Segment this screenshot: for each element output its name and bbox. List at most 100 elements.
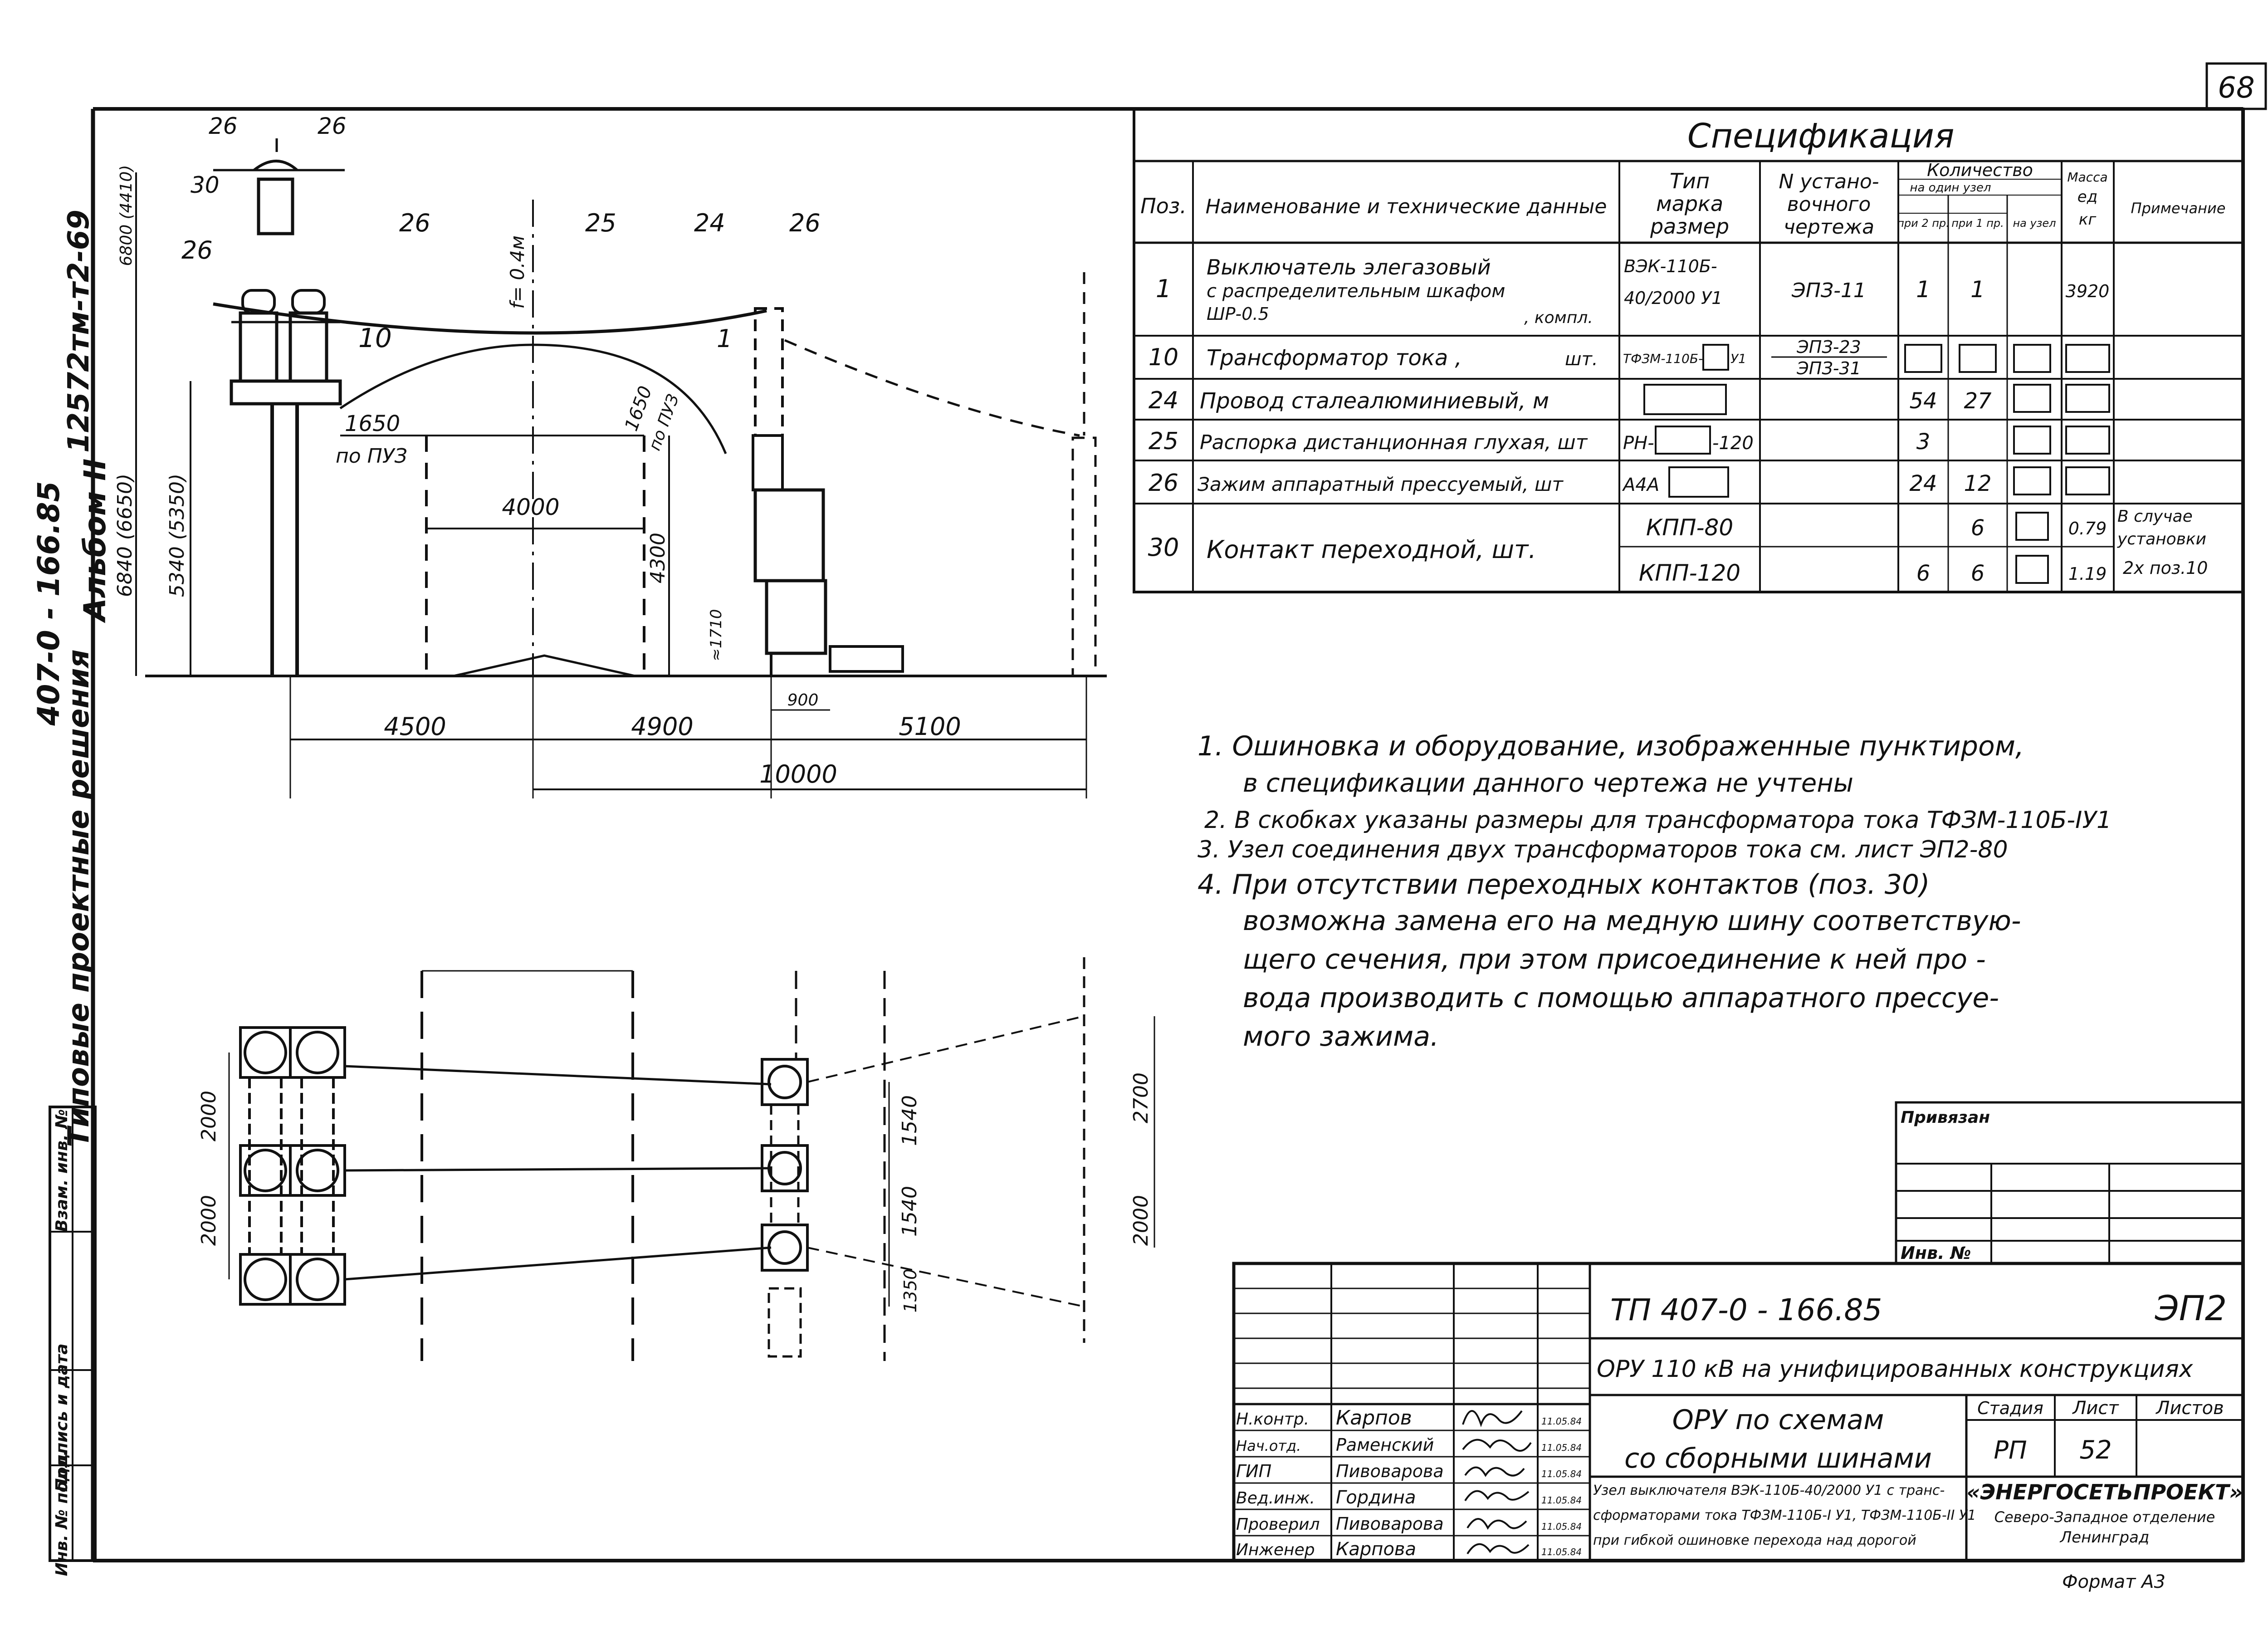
dim-horizontal: 4000 <box>502 494 559 520</box>
blank-field <box>1655 426 1711 455</box>
blank-field <box>1904 344 1942 373</box>
project-code: ТП 407-0 - 166.85 <box>1610 1292 1882 1327</box>
plan-dim: 2000 <box>197 1195 220 1246</box>
spec-row-drawing: ЭПЗ-23 <box>1796 337 1861 357</box>
spec-row-q1: 3 <box>1916 429 1931 455</box>
spec-row-pos: 26 <box>1149 470 1178 497</box>
spec-row-pos: 24 <box>1149 387 1178 414</box>
spec-row-mass: 3920 <box>2066 281 2110 301</box>
conductor-wire <box>213 302 767 335</box>
spec-header-drawing-3: чертежа <box>1784 215 1874 239</box>
spec-row-pos: 10 <box>1149 344 1178 371</box>
plan-dim: 2000 <box>1129 1195 1153 1246</box>
dim-horizontal: 10000 <box>759 760 837 788</box>
spec-row-q1: 54 <box>1909 388 1937 414</box>
breaker-tank-icon <box>753 488 825 583</box>
blank-field <box>1959 344 1997 373</box>
dim-horizontal: 900 <box>787 691 819 710</box>
spec-header-drawing-2: вочного <box>1787 193 1871 216</box>
signature-date: 11.05.84 <box>1541 1469 1582 1479</box>
spec-row-q1: 1 <box>1916 276 1931 303</box>
breaker-drive-icon <box>765 579 827 655</box>
spec-row-name-line: Распорка дистанционная глухая, шт <box>1200 431 1588 454</box>
note-line: щего сечения, при этом присоединение к н… <box>1243 944 1986 975</box>
specification-table: Спецификация Поз. Наименование и техниче… <box>1133 108 2244 593</box>
organization-line: «ЭНЕРГОСЕТЬПРОЕКТ» <box>1967 1480 2243 1504</box>
sheet-code: ЭП2 <box>2155 1288 2227 1328</box>
conductor-wire <box>344 1065 772 1086</box>
stamp-cell-sign: Подпись и дата <box>53 1344 71 1492</box>
spec-row-name-line: с распределительным шкафом <box>1207 281 1505 302</box>
signature-date: 11.05.84 <box>1541 1547 1582 1557</box>
spec-row-q2: 6 <box>1971 561 1985 586</box>
signature-role: ГИП <box>1236 1461 1271 1481</box>
spec-row: 10 Трансформатор тока , шт. ТФЗМ-110Б- У… <box>1149 337 2110 378</box>
signature-role: Вед.инж. <box>1236 1489 1315 1508</box>
spec-row-type-line: А4А <box>1622 475 1659 495</box>
album-code: 407-0 - 166.85 <box>31 481 66 726</box>
spec-row-name-line: Контакт переходной, шт. <box>1207 535 1536 564</box>
spec-row-note-line: В случае <box>2117 507 2193 526</box>
spec-title: Спецификация <box>1687 117 1954 156</box>
spec-header-drawing-1: N устано- <box>1779 170 1879 193</box>
spec-header-quantity-sub-3: при 1 пр. <box>1951 217 2004 230</box>
spec-row-type-line: ТФЗМ-110Б- <box>1623 351 1703 366</box>
insulator-detail-icon <box>257 177 294 235</box>
spec-row: 1 Выключатель элегазовый с распределител… <box>1156 255 2110 327</box>
blank-field <box>1702 344 1729 371</box>
dim-vertical: 6800 (4410) <box>117 165 136 266</box>
spec-row-type-line: -120 <box>1712 433 1754 454</box>
spec-header-type-1: Тип <box>1670 169 1710 193</box>
sheet-description-line: при гибкой ошиновке перехода над дорогой <box>1593 1532 1916 1548</box>
spec-row-q2: 1 <box>1970 276 1985 303</box>
page-number: 68 <box>2218 71 2254 105</box>
blank-field <box>2065 384 2110 413</box>
blank-field <box>2015 512 2049 541</box>
spec-header-type-2: марка <box>1656 191 1723 216</box>
plan-dim: 1540 <box>898 1095 921 1146</box>
spec-header-note: Примечание <box>2131 200 2226 217</box>
series-title: Типовые проектные решения <box>62 649 96 1147</box>
blank-field <box>2015 555 2049 584</box>
dim-vertical: 6840 (6650) <box>113 474 137 597</box>
signature-date: 11.05.84 <box>1541 1495 1582 1506</box>
sheet-label: Лист <box>2072 1398 2119 1419</box>
signature-role: Н.контр. <box>1236 1410 1309 1429</box>
signature-name: Пивоварова <box>1336 1514 1444 1534</box>
note-line: вода производить с помощью аппаратного п… <box>1243 982 1999 1014</box>
spec-row-type-line: КПП-120 <box>1639 560 1740 586</box>
spec-row-q1: 6 <box>1916 561 1931 586</box>
signature-rows: Н.контр. Карпов 11.05.84 Нач.отд. Раменс… <box>1236 1406 1582 1560</box>
spec-header-type-3: размер <box>1650 214 1729 239</box>
note-line: 2. В скобках указаны размеры для трансфо… <box>1204 807 2112 834</box>
callout: 30 <box>191 172 220 198</box>
notes: 1. Ошиновка и оборудование, изображенные… <box>1198 730 2112 1053</box>
callout: 26 <box>181 236 213 264</box>
plan-dim: 2000 <box>197 1091 220 1141</box>
stamp-cell-inv: Инв. № подл. <box>53 1450 71 1576</box>
sheet-description-line: Узел выключателя ВЭК-110Б-40/2000 У1 с т… <box>1593 1483 1945 1498</box>
dim-vertical: ≈1710 <box>707 609 725 661</box>
note-line: мого зажима. <box>1243 1021 1439 1053</box>
spec-row-type-line: РН- <box>1623 433 1654 454</box>
sheet-format: Формат А3 <box>2062 1571 2165 1592</box>
ct-top-view-icon <box>244 1258 287 1301</box>
conductor-wire <box>344 1246 772 1281</box>
signature-role: Нач.отд. <box>1236 1437 1301 1454</box>
dim-vertical: 4300 <box>646 533 670 583</box>
archive-number: 12572тм-т2-69 <box>62 210 96 453</box>
drawing-title-2: со сборными шинами <box>1624 1443 1932 1474</box>
breaker-top-view-icon <box>767 1230 802 1265</box>
spec-row-q2: 6 <box>1971 515 1985 541</box>
spec-row-drawing: ЭПЗ-11 <box>1791 279 1866 302</box>
ct-top-view-icon <box>244 1149 287 1192</box>
spec-row-note-line: 2х поз.10 <box>2123 558 2208 578</box>
blank-field <box>2065 426 2110 455</box>
ct-top-view-icon <box>296 1149 339 1192</box>
blank-field <box>2013 344 2051 373</box>
elevation-view: 26 26 30 26 26 25 24 26 10 1 f= 0.4м 165… <box>113 113 1107 798</box>
spec-row-name-line: Выключатель элегазовый <box>1207 255 1491 279</box>
signature-date: 11.05.84 <box>1541 1521 1582 1532</box>
clearance-2: 1650 <box>621 383 656 434</box>
callout: 25 <box>585 209 616 237</box>
